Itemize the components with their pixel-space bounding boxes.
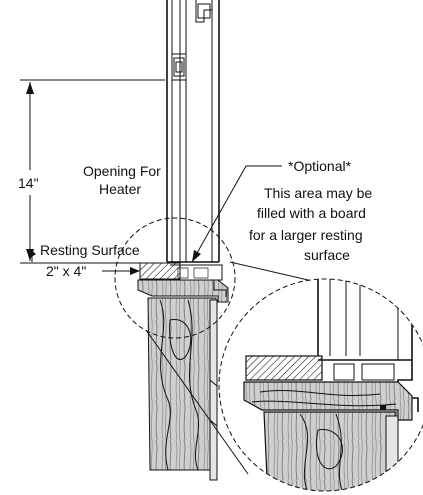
resting-surface-callout: Resting Surface 2" x 4" <box>30 242 140 279</box>
optional-line4: surface <box>304 247 350 263</box>
small-wall-section <box>114 217 236 481</box>
heater-frame <box>166 0 220 263</box>
optional-title: *Optional* <box>288 158 352 174</box>
optional-note: *Optional* This area may be filled with … <box>191 158 372 263</box>
board-size-label: 2" x 4" <box>46 263 86 279</box>
zoom-detail <box>218 278 423 492</box>
optional-line2: filled with a board <box>257 205 366 221</box>
dimension-height-label: 14" <box>18 175 39 191</box>
zoom-leader-lower <box>145 329 249 475</box>
optional-line3: for a larger resting <box>249 227 363 243</box>
optional-line1: This area may be <box>264 185 372 201</box>
resting-surface-label: Resting Surface <box>40 242 140 258</box>
opening-label-line1: Opening For <box>83 163 161 179</box>
opening-label-line2: Heater <box>99 181 141 197</box>
